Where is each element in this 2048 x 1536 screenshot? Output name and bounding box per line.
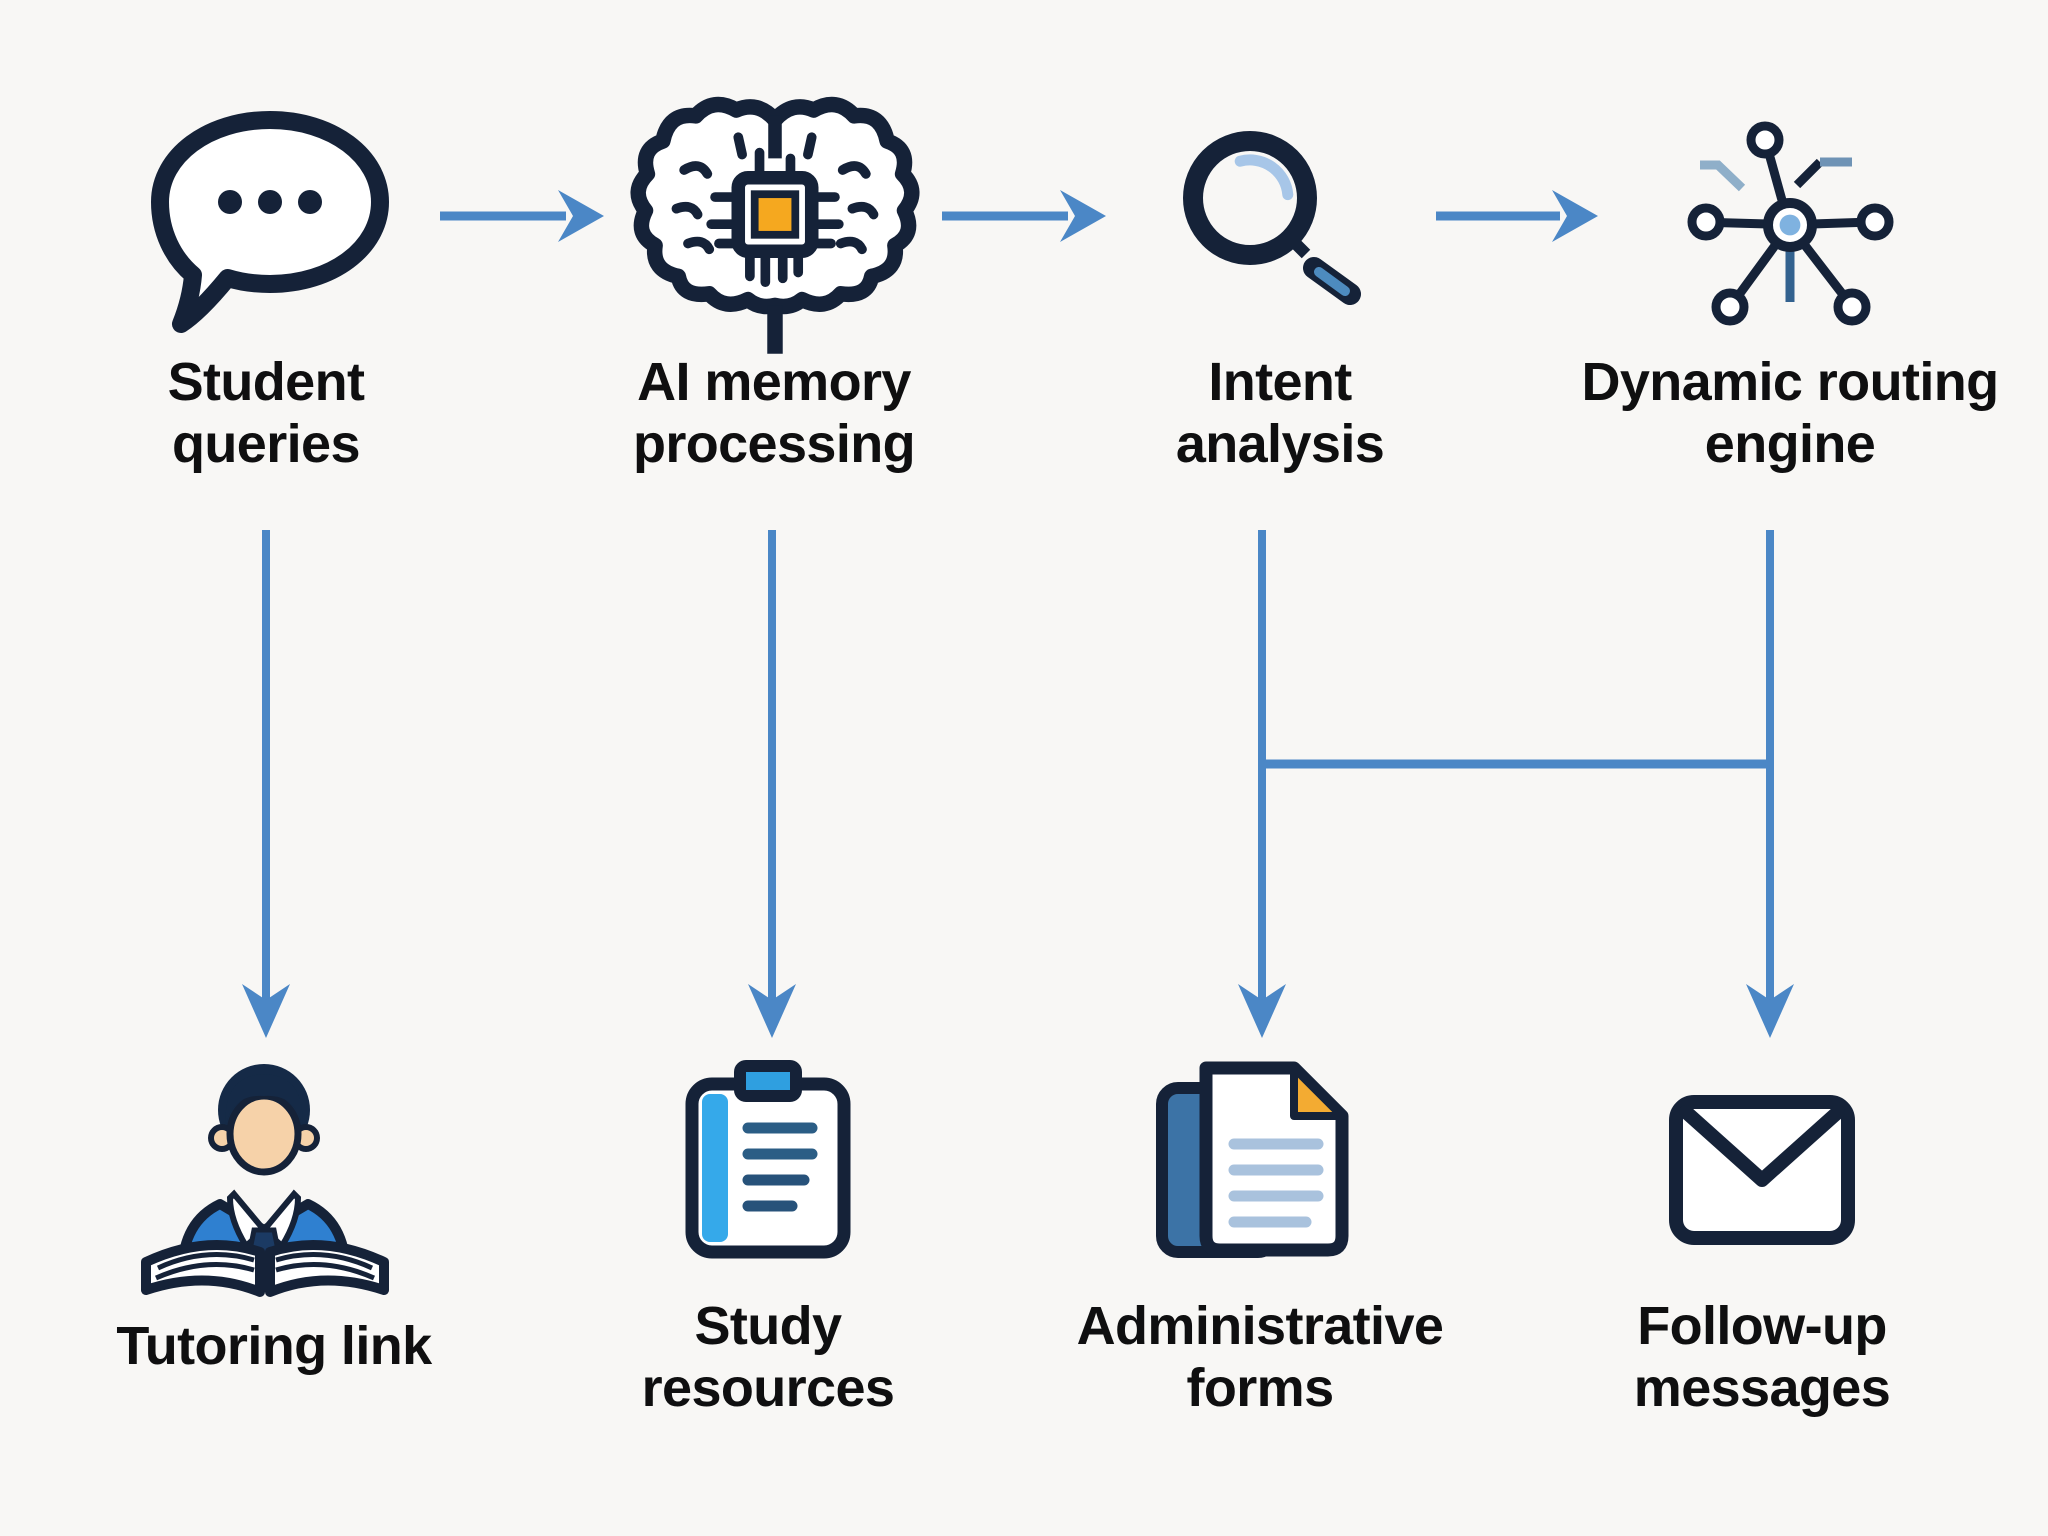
arrow-stage1-to-stage2: [440, 190, 604, 242]
arrow-memory-to-study: [748, 530, 796, 1038]
output-label-administrative-forms: Administrative forms: [1076, 1296, 1444, 1419]
output-label-followup-messages: Follow-up messages: [1633, 1296, 1891, 1419]
output-label-study-resources: Study resources: [641, 1296, 895, 1419]
document-icon: [1146, 1056, 1370, 1264]
clipboard-icon: [680, 1060, 856, 1264]
arrow-stage3-to-stage4: [1436, 190, 1598, 242]
arrow-stage2-to-stage3: [942, 190, 1106, 242]
network-hub-icon: [1676, 96, 1906, 346]
arrow-routing-to-followup: [1746, 530, 1794, 1038]
arrow-queries-to-tutoring: [242, 530, 290, 1038]
output-label-tutoring-link: Tutoring link: [116, 1316, 432, 1376]
person-reading-icon: [130, 1050, 400, 1300]
envelope-icon: [1666, 1092, 1858, 1248]
stage-label-ai-memory: AI memory processing: [632, 352, 916, 475]
stage-label-dynamic-routing: Dynamic routing engine: [1581, 352, 1999, 475]
chat-bubble-icon: [140, 100, 400, 340]
magnifying-glass-icon: [1156, 104, 1406, 354]
stage-label-student-queries: Student queries: [167, 352, 365, 475]
brain-chip-icon: [630, 84, 920, 374]
stage-label-intent-analysis: Intent analysis: [1175, 352, 1385, 475]
arrow-intent-to-forms: [1238, 530, 1286, 1038]
